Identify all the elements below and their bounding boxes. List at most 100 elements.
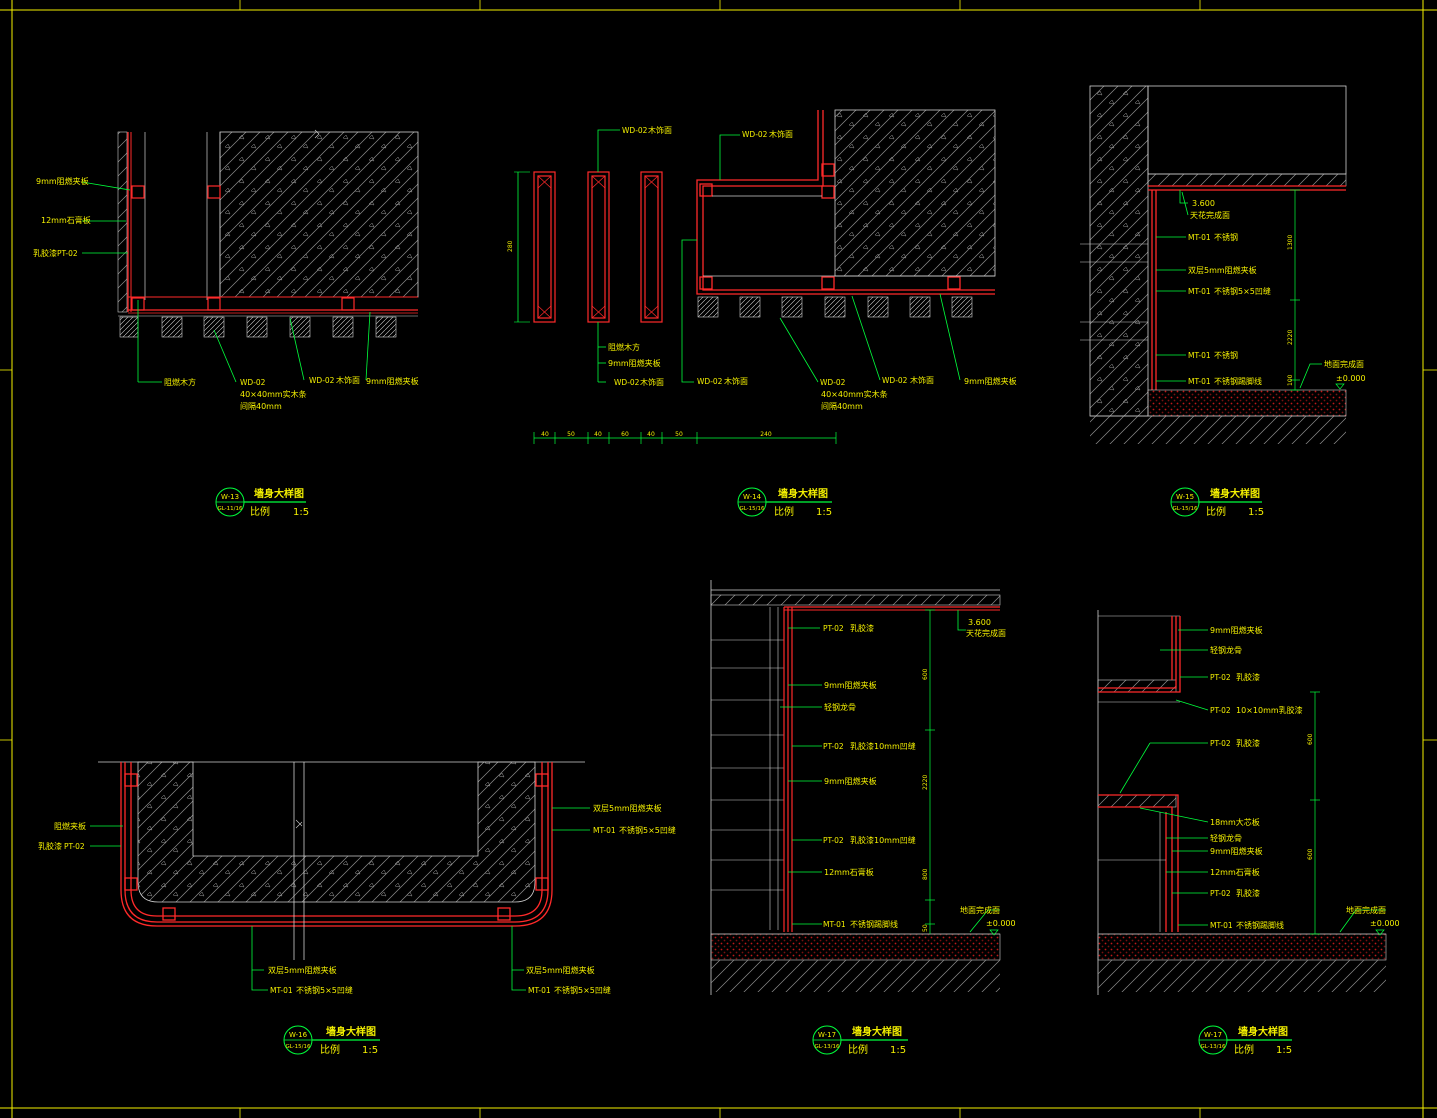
label-blockboard: 18mm大芯板 (1210, 817, 1260, 827)
label-strip: 40×40mm实木条 (240, 389, 307, 399)
label-ply-b: 9mm阻燃夹板 (824, 776, 877, 786)
label-steel: 不锈钢 (1214, 232, 1238, 242)
tag-pt02-d: PT-02 (1210, 889, 1231, 898)
tag-mt01-d: MT-01 (1188, 377, 1211, 386)
tag-pt02-c: PT-02 (823, 836, 844, 845)
label-dbl-ply-c: 双层5mm阻燃夹板 (526, 965, 595, 975)
label-elev: 3.600 (968, 618, 991, 627)
height-dim: 280 (507, 240, 514, 252)
scale-label: 比例 (320, 1043, 340, 1056)
label-dbl-ply: 双层5mm阻燃夹板 (1188, 265, 1257, 275)
label-paint-groove-b: 乳胶漆10mm凹缝 (850, 835, 916, 845)
label-floor: 地面完成面 (1346, 905, 1386, 915)
label-paint-groove: 10×10mm乳胶漆 (1236, 705, 1303, 715)
detail-id: W-17 (1204, 1031, 1222, 1039)
dim-2: 800 (922, 868, 929, 880)
scale-label: 比例 (1206, 505, 1226, 518)
tag-pt02: PT-02 (823, 624, 844, 633)
dim-0: 600 (922, 668, 929, 680)
dim-4: 40 (647, 431, 655, 438)
detail-id: W-16 (289, 1031, 308, 1039)
scale-label: 比例 (774, 505, 794, 518)
tag-pt02: PT-02 (64, 842, 85, 851)
label-ply: 9mm阻燃夹板 (1210, 625, 1263, 635)
label-groove-b: 不锈钢5×5凹缝 (296, 985, 353, 995)
label-plywood-b: 9mm阻燃夹板 (964, 376, 1017, 386)
scale-value: 1:5 (890, 1045, 906, 1056)
detail-ref: GL-15/16 (1172, 506, 1198, 512)
tag-wd02-d: WD-02 (697, 377, 723, 386)
label-timber: 阻燃木方 (164, 377, 196, 387)
label-gypsum: 12mm石膏板 (1210, 867, 1260, 877)
label-spacing: 间隔40mm (240, 402, 282, 411)
label-zero: ±0.000 (1336, 374, 1366, 383)
label-paint-groove: 乳胶漆10mm凹缝 (850, 741, 916, 751)
label-veneer-c: 木饰面 (769, 129, 793, 139)
label-floor: 地面完成面 (1324, 359, 1364, 369)
tag-wd02: WD-02 (622, 126, 648, 135)
label-stud-b: 轻钢龙骨 (1210, 833, 1242, 843)
tag-mt01: MT-01 (593, 826, 616, 835)
detail-ref: GL-15/16 (739, 506, 765, 512)
label-ply: 阻燃夹板 (54, 821, 86, 831)
detail-ref: GL-11/16 (217, 506, 243, 512)
tag-mt01: MT-01 (1210, 921, 1233, 930)
detail-id: W-14 (743, 493, 762, 501)
tag-wd02-e: WD-02 (820, 378, 846, 387)
detail-ref: GL-15/16 (285, 1044, 311, 1050)
tag-pt02-b: PT-02 (1210, 706, 1231, 715)
tag-wd02-c: WD-02 (742, 130, 768, 139)
label-ply-b: 9mm阻燃夹板 (1210, 846, 1263, 856)
dim-0: 600 (1307, 733, 1314, 745)
dim-5: 50 (675, 431, 683, 438)
detail-title: 墙身大样图 (778, 487, 828, 500)
tag-wd02-b: WD-02 (614, 378, 640, 387)
label-dbl-ply: 双层5mm阻燃夹板 (593, 803, 662, 813)
label-paint: 乳胶漆 (33, 248, 57, 258)
label-timber: 阻燃木方 (608, 342, 640, 352)
label-zero: ±0.000 (1370, 919, 1400, 928)
tag-mt01-c: MT-01 (1188, 351, 1211, 360)
label-ceiling: 天花完成面 (1190, 210, 1230, 220)
label-gypsum: 12mm石膏板 (41, 215, 91, 225)
label-dbl-ply-b: 双层5mm阻燃夹板 (268, 965, 337, 975)
dim-2: 40 (594, 431, 602, 438)
label-veneer-b: 木饰面 (640, 377, 664, 387)
label-paint: 乳胶漆 (38, 841, 62, 851)
label-veneer: 木饰面 (648, 125, 672, 135)
label-plywood: 9mm阻燃夹板 (36, 176, 89, 186)
tag-mt01: MT-01 (1188, 233, 1211, 242)
detail-ref: GL-13/16 (814, 1044, 840, 1050)
detail-title: 墙身大样图 (254, 487, 304, 500)
detail-id: W-15 (1176, 493, 1194, 501)
scale-value: 1:5 (816, 507, 832, 518)
tag-wd02-f: WD-02 (882, 376, 908, 385)
label-ceiling: 天花完成面 (966, 628, 1006, 638)
tag-wd02: WD-02 (240, 378, 266, 387)
scale-label: 比例 (250, 505, 270, 518)
tag-pt02: PT-02 (1210, 673, 1231, 682)
detail-title: 墙身大样图 (1210, 487, 1260, 500)
label-plywood: 9mm阻燃夹板 (608, 358, 661, 368)
detail-title: 墙身大样图 (1238, 1025, 1288, 1038)
detail-w15: 1300 2220 100 3.600 天花完成面 MT-01 不锈钢 双层5m… (1080, 85, 1366, 518)
label-floor: 地面完成面 (960, 905, 1000, 915)
label-paint: 乳胶漆 (850, 623, 874, 633)
detail-w17b: 600 600 9mm阻燃夹板 轻钢龙骨 PT-02 乳胶漆 PT-02 10×… (1097, 610, 1400, 1056)
detail-w16: 阻燃夹板 乳胶漆 PT-02 双层5mm阻燃夹板 MT-01 不锈钢5×5凹缝 … (38, 761, 676, 1056)
tag-mt01-b: MT-01 (270, 986, 293, 995)
label-veneer: 木饰面 (336, 375, 360, 385)
scale-label: 比例 (1234, 1043, 1254, 1056)
dim-0: 40 (541, 431, 549, 438)
label-spacing: 间隔40mm (821, 402, 863, 411)
detail-title: 墙身大样图 (326, 1025, 376, 1038)
detail-ref: GL-13/16 (1200, 1044, 1226, 1050)
label-skirting: 不锈钢踢脚线 (1214, 376, 1262, 386)
tag-mt01-c: MT-01 (528, 986, 551, 995)
label-skirting: 不锈钢踢脚线 (1236, 920, 1284, 930)
label-veneer-f: 木饰面 (910, 375, 934, 385)
dim-1: 600 (1307, 848, 1314, 860)
detail-w14: 280 WD-02 木饰 (507, 109, 1017, 518)
dim-0: 1300 (1287, 235, 1294, 250)
